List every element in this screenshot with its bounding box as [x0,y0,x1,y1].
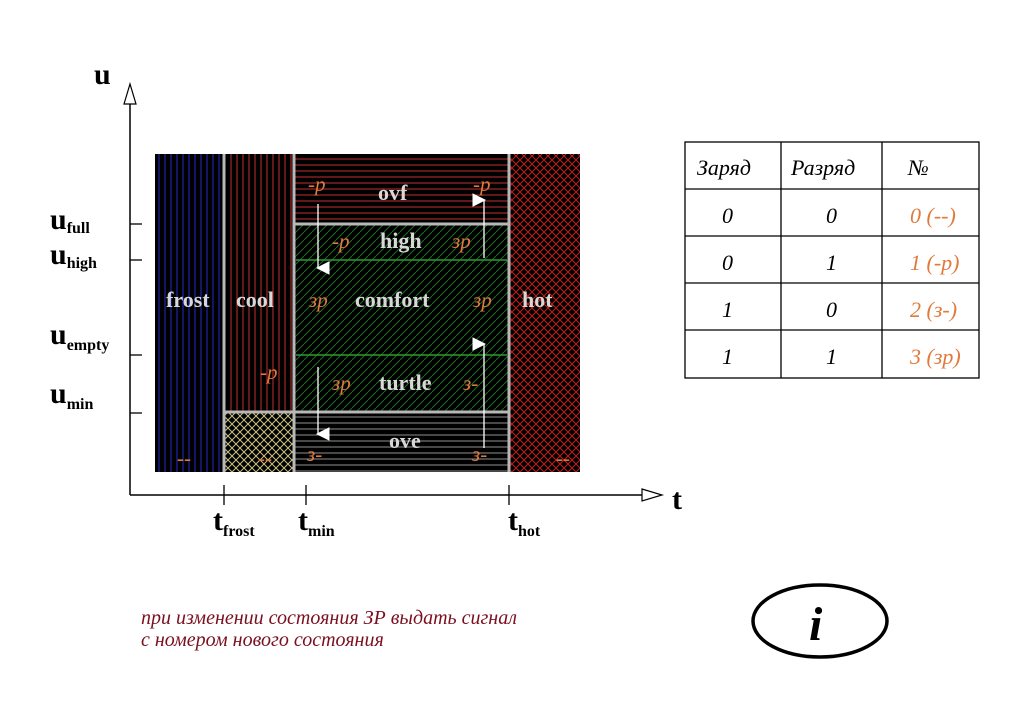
y-tick-u-empty: uempty [50,318,109,354]
code-ove-left: з- [306,442,322,466]
cool-low-region [224,412,294,472]
hint-text: при изменении состояния ЗР выдать сигнал… [141,607,517,651]
code-high-right: зр [451,229,471,253]
table-cell-state: 2 (з-) [910,297,957,322]
hot-region [509,154,580,472]
zone-turtle: turtle [379,370,432,395]
frost-region [155,154,224,472]
code-ove-right: з- [471,442,487,466]
table-cell-state: 0 (--) [910,203,956,228]
zone-ove: ove [389,428,421,453]
x-axis-label: t [672,483,682,516]
zone-frost: frost [166,287,210,312]
info-icon: i [809,598,823,651]
zone-cool: cool [236,287,274,312]
zone-high: high [380,228,422,253]
y-tick-u-high: uhigh [50,238,97,272]
table-cell: 0 [826,203,837,228]
table-cell: 1 [722,297,733,322]
zone-ovf: ovf [378,180,408,205]
y-axis-arrow-icon [123,81,137,105]
code-high-left: -p [332,229,350,253]
table-cell: 0 [722,203,733,228]
ovf-region [294,154,509,224]
table-cell: 1 [826,250,837,275]
table-header-discharge: Разряд [790,155,855,180]
code-cool-low: -- [258,446,272,470]
table-header-charge: Заряд [697,155,751,180]
table-header-number: № [907,155,929,180]
y-tick-u-full: ufull [50,203,90,237]
code-comfort-right: зр [472,288,492,312]
y-tick-u-min: umin [50,377,93,413]
code-ovf-left: -p [308,172,326,196]
x-tick-t-frost: tfrost [213,504,255,540]
ove-region [294,412,509,472]
state-table: Заряд Разряд № 0 0 0 (--) 0 1 1 (-р) 1 0… [684,141,980,379]
code-frost: -- [177,446,191,470]
table-cell: 0 [826,297,837,322]
info-button[interactable]: i [751,583,889,659]
comfort-region [294,224,509,412]
zone-hot: hot [522,287,553,312]
table-cell: 0 [722,250,733,275]
table-cell-state: 1 (-р) [910,250,959,275]
code-hot: -- [556,446,570,470]
hint-line-2: с номером нового состояния [141,629,384,651]
code-ovf-right: -p [473,172,491,196]
x-axis-arrow-icon [641,488,665,502]
x-tick-t-min: tmin [298,504,335,540]
table-cell: 1 [826,344,837,369]
code-turtle-left: зр [331,371,351,395]
table-cell: 1 [722,344,733,369]
y-axis-label: u [94,58,111,91]
zone-comfort: comfort [355,287,430,312]
code-cool: -p [260,360,278,384]
x-tick-t-hot: thot [508,504,541,540]
table-cell-state: 3 (зр) [909,344,961,369]
hint-line-1: при изменении состояния ЗР выдать сигнал [141,607,517,629]
code-turtle-right: з- [462,371,478,395]
cool-region [224,154,294,412]
code-comfort-left: зр [308,288,328,312]
